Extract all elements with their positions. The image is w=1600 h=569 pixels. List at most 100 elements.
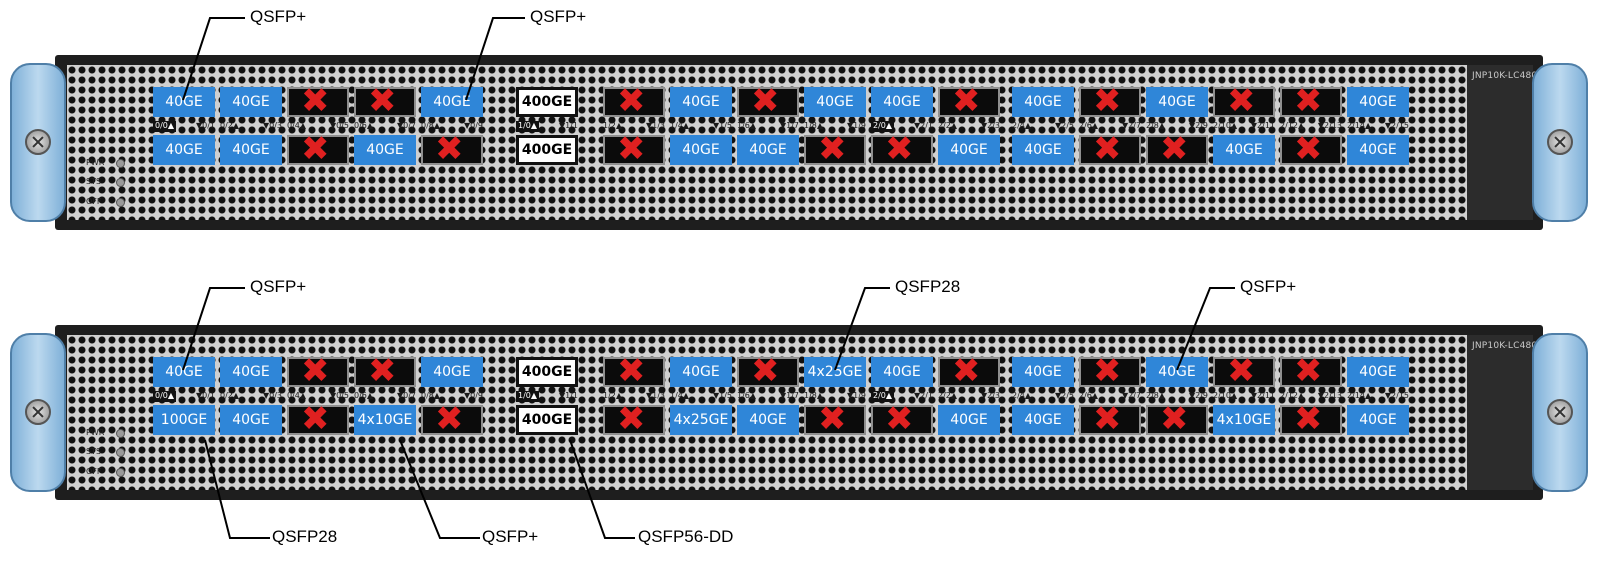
port-bottom[interactable]: 40GE <box>1012 405 1074 435</box>
port-number-labels: 2/0▲▼2/1 <box>871 121 933 132</box>
port-top[interactable]: 40GE <box>670 87 732 117</box>
port-top[interactable]: 400GE <box>516 87 578 117</box>
port-top[interactable]: 40GE <box>421 357 483 387</box>
empty-port-bottom[interactable]: ✖ <box>804 402 866 436</box>
port-number-label: ▼2/1 <box>913 391 933 400</box>
empty-port-bottom[interactable]: ✖ <box>603 129 665 169</box>
unsupported-x-icon: ✖ <box>617 129 646 169</box>
empty-port-bottom[interactable]: ✖ <box>421 132 483 166</box>
empty-port-bottom[interactable]: ✖ <box>1146 132 1208 166</box>
port-top[interactable]: 40GE <box>220 357 282 387</box>
off-button-icon[interactable] <box>116 198 125 207</box>
empty-port-top[interactable]: ✖ <box>287 81 349 121</box>
port-bottom[interactable]: 4x25GE <box>670 405 732 435</box>
port-bottom[interactable]: 40GE <box>354 135 416 165</box>
empty-port-top[interactable]: ✖ <box>737 81 799 121</box>
empty-port-top[interactable]: ✖ <box>287 351 349 391</box>
unsupported-x-icon: ✖ <box>301 351 330 391</box>
port-top[interactable]: 4x25GE <box>804 357 866 387</box>
port-bottom[interactable]: 40GE <box>670 135 732 165</box>
port-number-label: 1/6▲ <box>737 121 757 130</box>
port-bottom[interactable]: 40GE <box>220 135 282 165</box>
port-bottom[interactable]: 40GE <box>1213 135 1275 165</box>
port-bottom[interactable]: 40GE <box>1012 135 1074 165</box>
port-top[interactable]: 40GE <box>220 87 282 117</box>
unsupported-x-icon: ✖ <box>751 81 780 121</box>
port-number-label: ▼0/3 <box>262 121 282 130</box>
port-top[interactable]: 40GE <box>871 87 933 117</box>
port-number-label: 2/4▲ <box>1012 391 1032 400</box>
empty-port-bottom[interactable]: ✖ <box>871 132 933 166</box>
ejector-handle-right[interactable] <box>1532 63 1588 222</box>
port-top[interactable]: 40GE <box>153 87 215 117</box>
empty-port-top[interactable]: ✖ <box>1280 354 1342 388</box>
port-number-labels: 0/6▲▼0/7 <box>354 121 416 132</box>
port-number-label: 0/2▲ <box>220 391 240 400</box>
led-label-pwr: PWR <box>86 428 105 437</box>
port-bottom[interactable]: 40GE <box>737 135 799 165</box>
empty-port-top[interactable]: ✖ <box>938 84 1000 118</box>
unsupported-x-icon: ✖ <box>301 81 330 121</box>
port-top[interactable]: 40GE <box>153 357 215 387</box>
empty-port-bottom[interactable]: ✖ <box>603 402 665 436</box>
port-number-label: 0/4▲ <box>287 391 307 400</box>
empty-port-bottom[interactable]: ✖ <box>287 402 349 436</box>
card-side-panel <box>1467 65 1533 220</box>
port-bottom[interactable]: 400GE <box>516 135 578 165</box>
port-bottom[interactable]: 4x10GE <box>1213 405 1275 435</box>
port-top[interactable]: 40GE <box>871 357 933 387</box>
port-number-labels: 0/8▲▼0/9 <box>421 391 483 402</box>
empty-port-top[interactable]: ✖ <box>1079 354 1141 388</box>
empty-port-top[interactable]: ✖ <box>737 354 799 388</box>
empty-port-top[interactable]: ✖ <box>603 354 665 388</box>
port-top[interactable]: 400GE <box>516 357 578 387</box>
empty-port-bottom[interactable]: ✖ <box>1079 402 1141 436</box>
port-bottom[interactable]: 40GE <box>153 135 215 165</box>
port-number-label: 1/4▲ <box>670 121 690 130</box>
port-top[interactable]: 40GE <box>1347 357 1409 387</box>
port-top[interactable]: 40GE <box>1146 87 1208 117</box>
port-bottom[interactable]: 100GE <box>153 405 215 435</box>
ejector-handle-left[interactable] <box>10 333 66 492</box>
ejector-handle-left[interactable] <box>10 63 66 222</box>
port-number-labels: 1/2▲▼1/3 <box>603 391 665 402</box>
port-bottom[interactable]: 40GE <box>1347 135 1409 165</box>
unsupported-x-icon: ✖ <box>368 81 397 121</box>
port-bottom[interactable]: 40GE <box>938 135 1000 165</box>
port-top[interactable]: 40GE <box>1012 357 1074 387</box>
port-bottom[interactable]: 4x10GE <box>354 405 416 435</box>
port-bottom[interactable]: 40GE <box>737 405 799 435</box>
empty-port-bottom[interactable]: ✖ <box>287 132 349 166</box>
empty-port-bottom[interactable]: ✖ <box>1146 402 1208 436</box>
port-top[interactable]: 40GE <box>1012 87 1074 117</box>
port-number-label: ▼2/11 <box>1250 391 1275 400</box>
empty-port-top[interactable]: ✖ <box>1213 84 1275 118</box>
port-bottom[interactable]: 40GE <box>938 405 1000 435</box>
port-top[interactable]: 40GE <box>421 87 483 117</box>
empty-port-top[interactable]: ✖ <box>1280 84 1342 118</box>
empty-port-bottom[interactable]: ✖ <box>1079 132 1141 166</box>
port-top[interactable]: 40GE <box>670 357 732 387</box>
empty-port-top[interactable]: ✖ <box>354 354 416 388</box>
empty-port-top[interactable]: ✖ <box>1213 354 1275 388</box>
ejector-handle-right[interactable] <box>1532 333 1588 492</box>
empty-port-bottom[interactable]: ✖ <box>1280 129 1342 169</box>
port-bottom[interactable]: 400GE <box>516 405 578 435</box>
empty-port-top[interactable]: ✖ <box>938 354 1000 388</box>
off-button-icon[interactable] <box>116 468 125 477</box>
empty-port-top[interactable]: ✖ <box>354 81 416 121</box>
empty-port-top[interactable]: ✖ <box>1079 84 1141 118</box>
empty-port-bottom[interactable]: ✖ <box>871 402 933 436</box>
unsupported-x-icon: ✖ <box>1294 129 1323 169</box>
port-number-labels: 0/4▲▼0/5 <box>287 391 349 402</box>
led-label-sts: STS <box>86 177 102 186</box>
port-top[interactable]: 40GE <box>804 87 866 117</box>
empty-port-bottom[interactable]: ✖ <box>1280 402 1342 436</box>
empty-port-top[interactable]: ✖ <box>603 84 665 118</box>
port-top[interactable]: 40GE <box>1146 357 1208 387</box>
empty-port-bottom[interactable]: ✖ <box>804 132 866 166</box>
port-bottom[interactable]: 40GE <box>1347 405 1409 435</box>
port-bottom[interactable]: 40GE <box>220 405 282 435</box>
empty-port-bottom[interactable]: ✖ <box>421 402 483 436</box>
port-top[interactable]: 40GE <box>1347 87 1409 117</box>
